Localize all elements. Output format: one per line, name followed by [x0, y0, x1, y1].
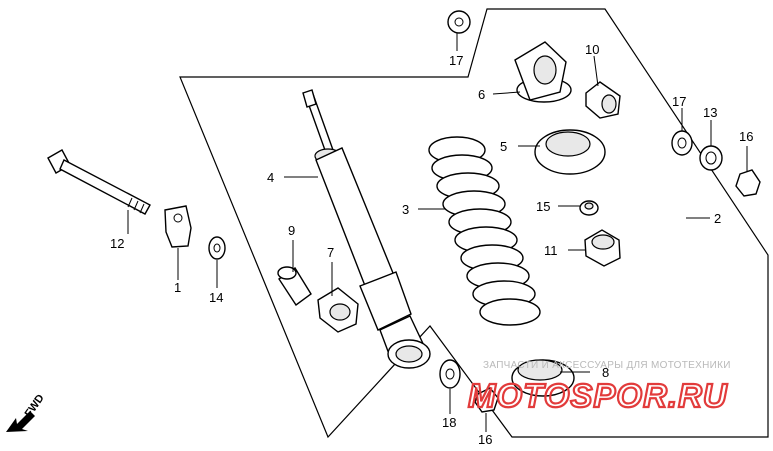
part-label-11: 11 [544, 243, 558, 258]
part-label-16-right: 16 [739, 129, 753, 144]
bolt-12 [47, 149, 151, 215]
fwd-direction-indicator: FWD [6, 392, 47, 432]
part-label-12: 12 [110, 236, 124, 251]
part-label-1: 1 [174, 280, 181, 295]
watermark-caption: ЗАПЧАСТИ И АКСЕССУАРЫ ДЛЯ МОТОТЕХНИКИ [483, 360, 731, 371]
bushing-10 [585, 81, 621, 119]
part-label-5: 5 [500, 139, 507, 154]
nut-15 [579, 200, 599, 216]
part-label-16-bottom: 16 [478, 432, 492, 447]
leader-lines [127, 33, 748, 432]
cap-nut-16-bottom [474, 387, 499, 413]
spring-seat-8 [511, 359, 575, 397]
spring-3 [428, 136, 541, 326]
part-label-10: 10 [585, 42, 599, 57]
part-label-17-top: 17 [449, 53, 463, 68]
washer-17-right [671, 130, 693, 156]
part-label-8: 8 [602, 365, 609, 380]
watermark-logo: MOTOSPOR.RU [468, 377, 728, 414]
spring-seat-6 [514, 41, 572, 103]
bushing-11 [584, 229, 621, 267]
part-label-15: 15 [536, 199, 550, 214]
cap-nut-16-right [735, 169, 761, 197]
part-label-3: 3 [402, 202, 409, 217]
part-label-18: 18 [442, 415, 456, 430]
part-label-13: 13 [703, 105, 717, 120]
part-label-2: 2 [714, 211, 721, 226]
washer-18 [439, 359, 461, 389]
watermark: ЗАПЧАСТИ И АКСЕССУАРЫ ДЛЯ МОТОТЕХНИКИ MO… [467, 360, 731, 415]
bushing-7 [317, 287, 359, 333]
washer-14 [208, 236, 226, 260]
washer-13 [699, 145, 723, 171]
assembly-outline [179, 8, 769, 439]
part-label-14: 14 [209, 290, 223, 305]
spring-seat-5 [534, 129, 606, 175]
part-label-7: 7 [327, 245, 334, 260]
part-label-4: 4 [267, 170, 274, 185]
washer-17-top [447, 10, 471, 34]
fwd-label: FWD [23, 392, 47, 419]
fwd-arrow-icon [6, 411, 35, 432]
bracket-1 [164, 205, 192, 248]
part-label-6: 6 [478, 87, 485, 102]
part-label-17-right: 17 [672, 94, 686, 109]
part-label-9: 9 [288, 223, 295, 238]
shock-absorber-4 [302, 89, 431, 369]
collar-9 [277, 266, 312, 307]
